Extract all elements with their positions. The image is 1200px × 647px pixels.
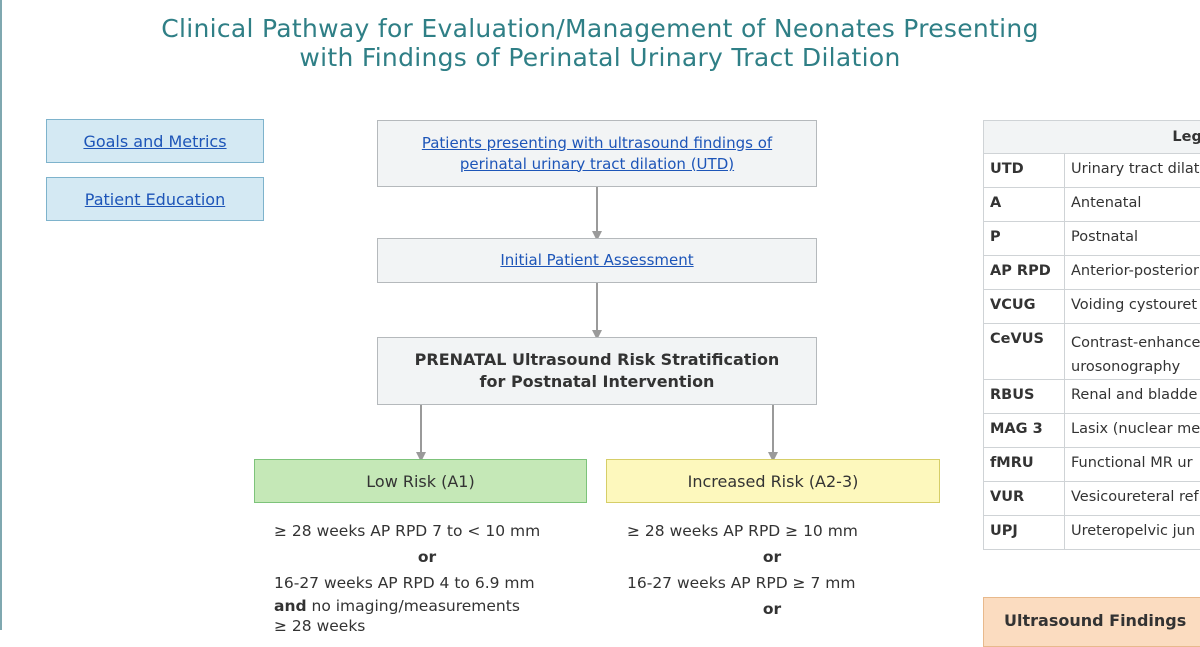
- high-criterion-1: ≥ 28 weeks AP RPD ≥ 10 mm: [627, 518, 917, 544]
- increased-risk-box[interactable]: Increased Risk (A2-3): [606, 459, 940, 503]
- legend-header: Legen: [984, 121, 1200, 154]
- increased-risk-criteria: ≥ 28 weeks AP RPD ≥ 10 mm or 16-27 weeks…: [627, 518, 917, 622]
- legend-def: Postnatal: [1065, 222, 1200, 256]
- ultrasound-findings-label: Ultrasound Findings: [1004, 611, 1186, 630]
- legend-abbr: VCUG: [984, 290, 1065, 324]
- prenatal-stratification-box: PRENATAL Ultrasound Risk Stratification …: [377, 337, 817, 405]
- legend-def: Renal and bladde: [1065, 380, 1200, 414]
- presenting-link-line-2[interactable]: perinatal urinary tract dilation (UTD): [460, 154, 734, 175]
- presenting-patients-box[interactable]: Patients presenting with ultrasound find…: [377, 120, 817, 187]
- legend-def: Ureteropelvic jun: [1065, 516, 1200, 550]
- high-criterion-2: 16-27 weeks AP RPD ≥ 7 mm: [627, 570, 917, 596]
- legend-def: Anterior-posterior: [1065, 256, 1200, 290]
- low-criterion-1: ≥ 28 weeks AP RPD 7 to < 10 mm: [274, 518, 580, 544]
- legend-header-row: Legen: [984, 121, 1200, 154]
- legend-abbr: AP RPD: [984, 256, 1065, 290]
- legend-def-line-2: urosonography: [1071, 355, 1200, 379]
- legend-abbr: MAG 3: [984, 414, 1065, 448]
- low-criterion-4: ≥ 28 weeks: [274, 616, 580, 636]
- legend-def: Urinary tract dilat: [1065, 154, 1200, 188]
- legend-abbr: VUR: [984, 482, 1065, 516]
- low-criterion-3-rest: no imaging/measurements: [307, 597, 520, 615]
- legend-abbr: P: [984, 222, 1065, 256]
- ultrasound-findings-box[interactable]: Ultrasound Findings: [983, 597, 1200, 647]
- legend-def: Voiding cystouret: [1065, 290, 1200, 324]
- legend-def: Antenatal: [1065, 188, 1200, 222]
- stratification-line-1: PRENATAL Ultrasound Risk Stratification: [415, 349, 780, 371]
- high-or-2: or: [627, 596, 917, 622]
- legend-abbr: RBUS: [984, 380, 1065, 414]
- high-or-1: or: [627, 544, 917, 570]
- legend-abbr: UPJ: [984, 516, 1065, 550]
- legend-abbr: CeVUS: [984, 324, 1065, 380]
- legend-abbr: UTD: [984, 154, 1065, 188]
- legend-def: Functional MR ur: [1065, 448, 1200, 482]
- presenting-link-line-1[interactable]: Patients presenting with ultrasound find…: [422, 133, 772, 154]
- low-criterion-3-bold: and: [274, 597, 307, 615]
- initial-assessment-link[interactable]: Initial Patient Assessment: [500, 250, 693, 271]
- legend-def: Vesicoureteral ref: [1065, 482, 1200, 516]
- low-criterion-3: and no imaging/measurements: [274, 596, 580, 616]
- increased-risk-label: Increased Risk (A2-3): [688, 472, 859, 491]
- legend-def: Lasix (nuclear me: [1065, 414, 1200, 448]
- legend-abbr: A: [984, 188, 1065, 222]
- low-risk-criteria: ≥ 28 weeks AP RPD 7 to < 10 mm or 16-27 …: [274, 518, 580, 636]
- low-risk-box[interactable]: Low Risk (A1): [254, 459, 587, 503]
- low-risk-label: Low Risk (A1): [366, 472, 474, 491]
- initial-assessment-box[interactable]: Initial Patient Assessment: [377, 238, 817, 283]
- low-criterion-2: 16-27 weeks AP RPD 4 to 6.9 mm: [274, 570, 580, 596]
- low-or-1: or: [274, 544, 580, 570]
- legend-abbr: fMRU: [984, 448, 1065, 482]
- stratification-line-2: for Postnatal Intervention: [480, 371, 715, 393]
- legend-def-line-1: Contrast-enhance: [1071, 331, 1200, 355]
